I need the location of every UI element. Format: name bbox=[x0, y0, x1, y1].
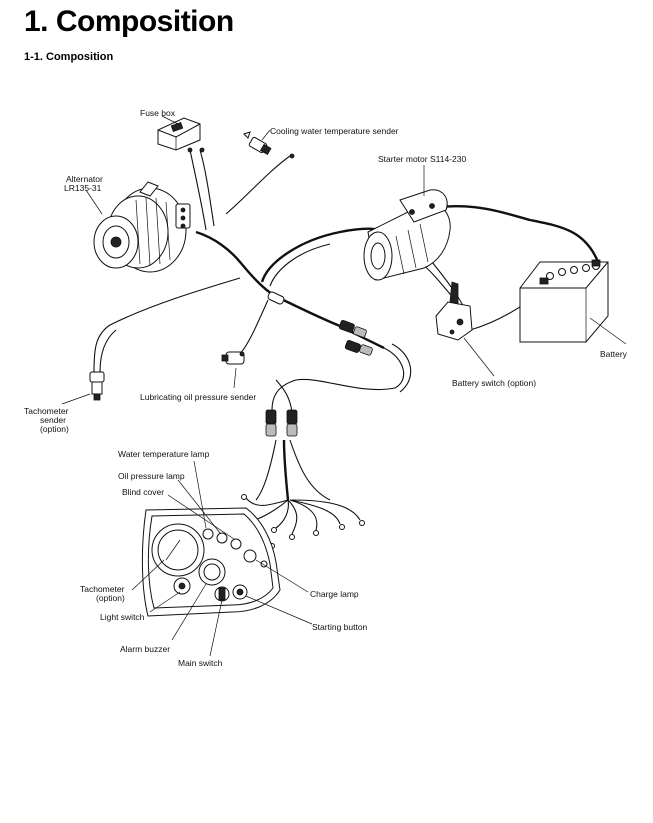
label-fuse-box: Fuse box bbox=[140, 108, 176, 118]
label-alarm-buzzer: Alarm buzzer bbox=[120, 644, 170, 654]
label-starter-motor: Starter motor S114-230 bbox=[378, 154, 466, 164]
water-temperature-lamp-icon bbox=[202, 528, 214, 540]
label-alternator-2: LR135-31 bbox=[64, 183, 102, 193]
label-tachometer-2: (option) bbox=[96, 593, 125, 603]
label-oil-pressure-lamp: Oil pressure lamp bbox=[118, 471, 185, 481]
oil-pressure-lamp-icon bbox=[216, 532, 228, 544]
alternator bbox=[93, 181, 191, 273]
label-blind-cover: Blind cover bbox=[122, 487, 164, 497]
starter-motor bbox=[363, 189, 451, 281]
label-tacho-sender-3: (option) bbox=[40, 424, 69, 434]
label-water-temperature-lamp: Water temperature lamp bbox=[118, 449, 210, 459]
callout-labels: Fuse box Cooling water temperature sende… bbox=[24, 108, 628, 668]
label-starting-button: Starting button bbox=[312, 622, 368, 632]
label-charge-lamp: Charge lamp bbox=[310, 589, 359, 599]
harness-connectors bbox=[265, 320, 373, 437]
battery bbox=[519, 259, 609, 343]
battery-switch bbox=[435, 281, 473, 341]
label-tacho-sender-2: sender bbox=[40, 415, 66, 425]
section-title: 1-1. Composition bbox=[24, 51, 114, 63]
leader-lines bbox=[61, 115, 627, 657]
blind-cover-icon bbox=[230, 538, 242, 550]
label-cooling-sender: Cooling water temperature sender bbox=[270, 126, 399, 136]
harness-sleeve bbox=[267, 291, 285, 305]
lubricating-oil-pressure-sender bbox=[221, 351, 245, 365]
fuse-box bbox=[157, 117, 205, 153]
label-alternator-1: Alternator bbox=[66, 174, 103, 184]
label-light-switch: Light switch bbox=[100, 612, 145, 622]
page-title: 1. Composition bbox=[24, 5, 234, 38]
instrument-panel bbox=[141, 507, 281, 617]
label-battery-switch: Battery switch (option) bbox=[452, 378, 536, 388]
label-battery: Battery bbox=[600, 349, 628, 359]
cooling-water-temperature-sender bbox=[243, 131, 295, 159]
tachometer-sender bbox=[89, 371, 105, 401]
label-tachometer-1: Tachometer bbox=[80, 584, 125, 594]
label-main-switch: Main switch bbox=[178, 658, 223, 668]
charge-lamp-icon bbox=[243, 549, 257, 563]
label-lube-sender: Lubricating oil pressure sender bbox=[140, 392, 256, 402]
label-tacho-sender-1: Tachometer bbox=[24, 406, 69, 416]
